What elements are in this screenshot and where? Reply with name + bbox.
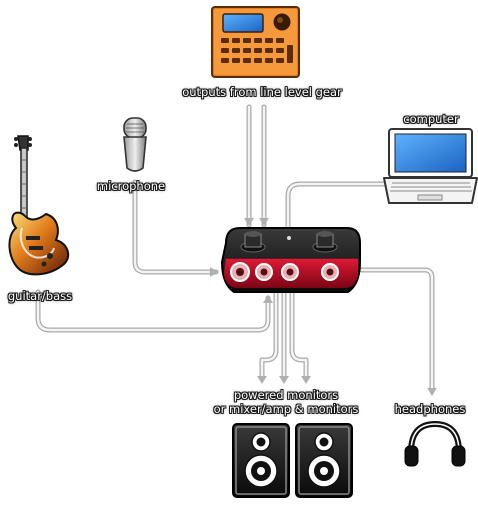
interface-knob-right xyxy=(312,231,338,253)
guitar-label: guitar/bass xyxy=(7,289,73,303)
audio-interface-icon xyxy=(220,227,361,293)
computer-label: computer xyxy=(403,112,459,126)
microphone-label: microphone xyxy=(96,179,166,193)
cables xyxy=(35,104,437,396)
line-gear-label: outputs from line level gear xyxy=(182,85,342,99)
interface-input-jacks xyxy=(230,262,339,282)
headphones-label: headphones xyxy=(394,402,466,416)
microphone-icon xyxy=(123,117,147,172)
electric-guitar-icon xyxy=(8,135,70,276)
speaker-icon xyxy=(232,423,290,498)
headphones-icon xyxy=(404,420,466,467)
speaker-icon xyxy=(295,423,353,498)
monitors-label-line1: powered monitors xyxy=(233,388,339,402)
interface-knob-left xyxy=(240,231,266,253)
drum-machine-icon xyxy=(211,6,300,78)
monitors-label-line2: or mixer/amp & monitors xyxy=(213,402,359,416)
laptop-icon xyxy=(383,128,478,204)
